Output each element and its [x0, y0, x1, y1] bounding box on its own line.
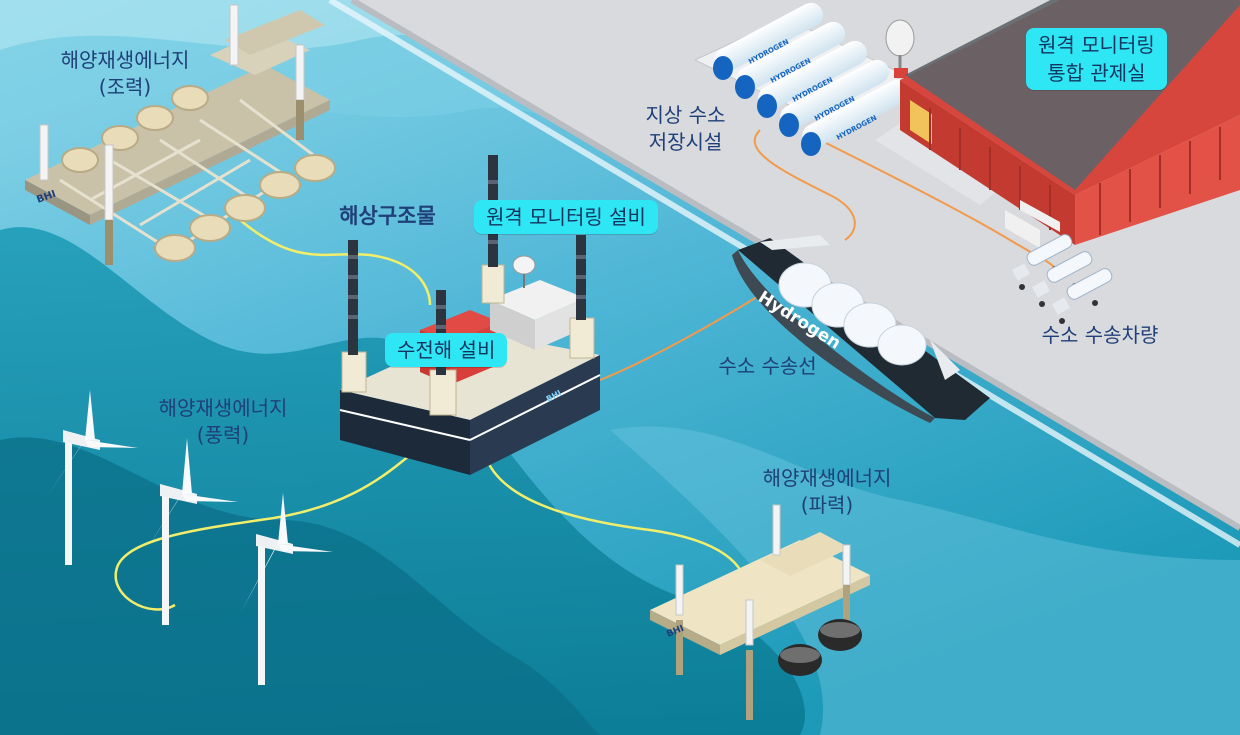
label-tidal: 해양재생에너지 (조력) [40, 47, 210, 101]
power-cable [114, 454, 411, 611]
sea-wave-band [610, 426, 1240, 735]
label-wave: 해양재생에너지 (파력) [742, 465, 912, 519]
power-cable [483, 454, 747, 596]
wind-turbine-icon [46, 390, 138, 565]
hydrogen-pipe [753, 129, 856, 241]
label-control-room: 원격 모니터링 통합 관제실 [1026, 28, 1167, 90]
label-ship: 수소 수송선 [718, 354, 817, 378]
label-electrolysis: 수전해 설비 [385, 333, 508, 367]
power-cable [239, 219, 432, 306]
label-control-room-line2: 통합 관제실 [1047, 61, 1146, 85]
label-wind-line1: 해양재생에너지 [158, 396, 288, 420]
truck-icon [1012, 234, 1073, 290]
label-tidal-line2: (조력) [98, 75, 152, 99]
tidal-platform: BHI [25, 4, 336, 265]
ship-icon: Hydrogen [732, 235, 990, 423]
label-ground-storage-line1: 지상 수소 [645, 103, 726, 127]
deep-water-band [0, 437, 600, 735]
wind-turbine-icon [241, 493, 333, 685]
label-tidal-line1: 해양재생에너지 [60, 48, 190, 72]
wave-platform: BHI [650, 504, 870, 720]
satellite-dish-icon [512, 255, 536, 288]
hydrogen-pipe [599, 294, 761, 381]
satellite-dish-icon [885, 19, 915, 78]
label-control-room-line1: 원격 모니터링 [1038, 33, 1155, 57]
label-ground-storage-line2: 저장시설 [648, 130, 723, 154]
label-remote-monitoring-equipment: 원격 모니터링 설비 [474, 200, 658, 234]
storage-tank-icon: HYDROGEN HYDROGEN HYDROGEN HYDROGEN HYDR… [693, 2, 911, 156]
label-wave-line2: (파력) [800, 493, 854, 517]
truck-icon [1052, 268, 1113, 324]
wind-turbine-icon [145, 438, 238, 625]
label-wind: 해양재생에너지 (풍력) [138, 395, 308, 449]
label-wind-line2: (풍력) [196, 423, 250, 447]
label-offshore-structure: 해상구조물 [339, 204, 436, 228]
label-wave-line1: 해양재생에너지 [762, 466, 892, 490]
label-ground-storage: 지상 수소 저장시설 [628, 102, 743, 156]
label-trucks: 수소 수송차량 [1041, 323, 1159, 347]
equipment-house [490, 280, 585, 350]
